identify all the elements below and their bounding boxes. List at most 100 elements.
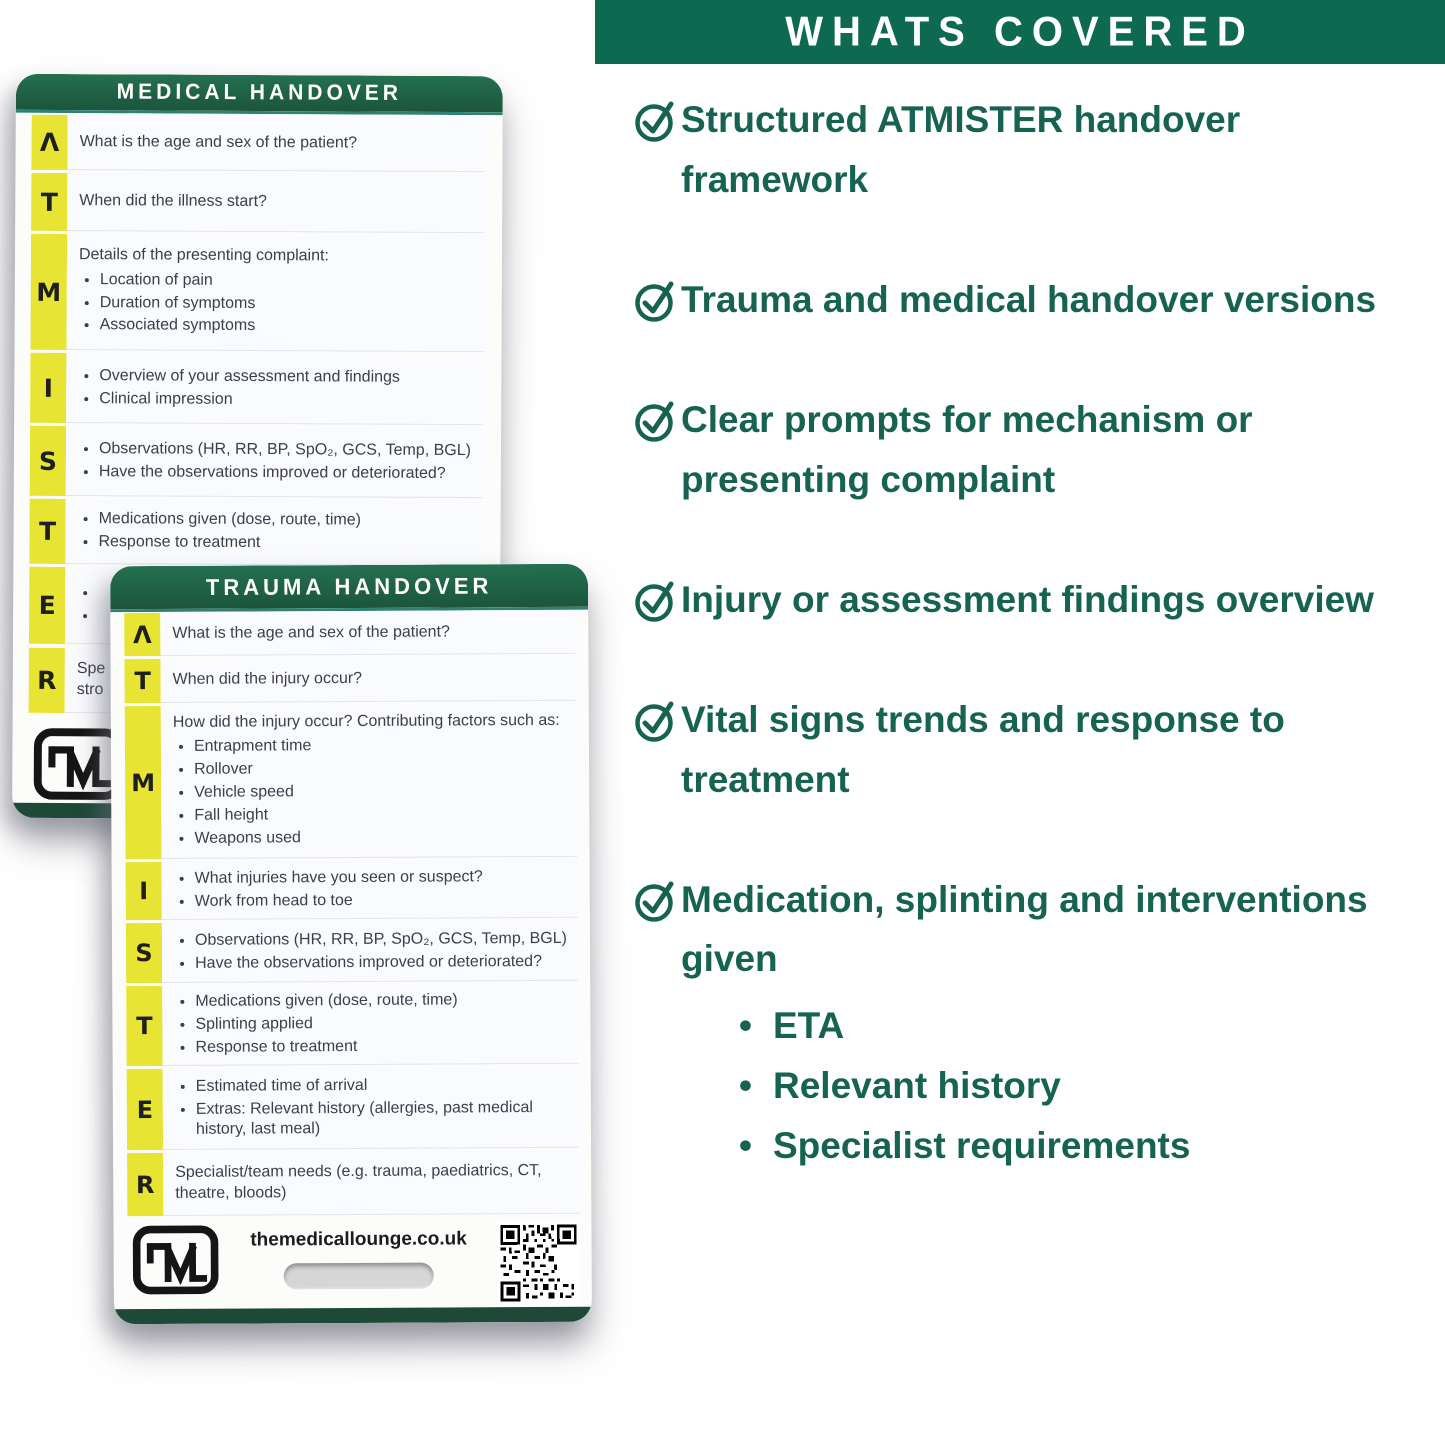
covered-sub-item-text: Specialist requirements xyxy=(773,1125,1191,1167)
row-bullet: Estimated time of arrival xyxy=(196,1075,569,1098)
trauma-card-title: TRAUMA HANDOVER xyxy=(205,572,493,600)
acronym-letter: Λ xyxy=(124,612,161,657)
row-bullet: Splinting applied xyxy=(195,1013,568,1036)
row-bullet: Extras: Relevant history (allergies, pas… xyxy=(196,1097,569,1141)
row-bullet: Work from head to toe xyxy=(195,889,568,912)
row-text: When did the injury occur? xyxy=(172,670,363,689)
acronym-letter: S xyxy=(29,425,67,496)
acronym-letter: R xyxy=(127,1152,164,1217)
website-url: themedicallounge.co.uk xyxy=(250,1228,467,1251)
covered-item: Trauma and medical handover versions xyxy=(633,270,1423,330)
row-bullet: Medications given (dose, route, time) xyxy=(195,990,568,1013)
row-bullet: Rollover xyxy=(194,758,567,781)
medical-card-title: MEDICAL HANDOVER xyxy=(116,79,403,106)
covered-item-text: Medication, splinting and interventions … xyxy=(681,878,1368,980)
trauma-card-rows: Λ What is the age and sex of the patient… xyxy=(124,610,580,1219)
table-row: E Estimated time of arrival Extras: Rele… xyxy=(126,1066,580,1151)
row-bullet: Vehicle speed xyxy=(194,781,567,804)
whats-covered-title: WHATS COVERED xyxy=(785,8,1255,55)
bullet-dot: • xyxy=(739,1065,752,1107)
row-bullet: Location of pain xyxy=(100,270,474,293)
acronym-letter: S xyxy=(125,922,163,984)
table-row: S Observations (HR, RR, BP, SpO₂, GCS, T… xyxy=(125,920,579,984)
covered-item: Clear prompts for mechanism or presentin… xyxy=(633,390,1423,510)
row-bullet: Duration of symptoms xyxy=(100,293,474,316)
covered-item: Structured ATMISTER handover framework xyxy=(633,90,1423,210)
covered-sub-item: • ETA xyxy=(739,1001,1396,1051)
acronym-letter: T xyxy=(126,985,163,1067)
row-text: What is the age and sex of the patient? xyxy=(79,132,358,152)
covered-list: Structured ATMISTER handover framework T… xyxy=(633,90,1423,1241)
row-text: Specialist/team needs (e.g. trauma, paed… xyxy=(175,1162,542,1202)
row-bullet: Associated symptoms xyxy=(100,315,474,338)
table-row: I Overview of your assessment and findin… xyxy=(30,352,484,426)
table-row: I What injuries have you seen or suspect… xyxy=(125,859,578,921)
check-circle-icon xyxy=(633,876,681,924)
row-bullet: Entrapment time xyxy=(194,735,567,758)
acronym-letter: T xyxy=(29,498,66,564)
covered-sub-item: • Specialist requirements xyxy=(739,1121,1396,1171)
row-bullet: Fall height xyxy=(194,804,567,827)
covered-item: Medication, splinting and interventions … xyxy=(633,870,1423,1182)
table-row: T Medications given (dose, route, time) … xyxy=(29,498,483,567)
trauma-card-footer: themedicallounge.co.uk xyxy=(127,1221,580,1305)
covered-item-text: Vital signs trends and response to treat… xyxy=(681,698,1285,800)
covered-item-text: Clear prompts for mechanism or presentin… xyxy=(681,398,1253,500)
acronym-letter: E xyxy=(28,566,66,644)
table-row: M Details of the presenting complaint: L… xyxy=(30,233,485,353)
row-intro: How did the injury occur? Contributing f… xyxy=(172,711,560,731)
acronym-letter: I xyxy=(125,861,162,921)
row-bullet: Response to treatment xyxy=(195,1036,568,1059)
table-row: S Observations (HR, RR, BP, SpO₂, GCS, T… xyxy=(29,425,484,499)
check-circle-icon xyxy=(633,696,681,744)
covered-item-text: Structured ATMISTER handover framework xyxy=(681,99,1241,200)
check-circle-icon xyxy=(633,396,681,444)
table-row: Λ What is the age and sex of the patient… xyxy=(124,610,577,657)
check-circle-icon xyxy=(633,96,681,144)
row-bullet: Response to treatment xyxy=(98,532,472,555)
row-text: When did the illness start? xyxy=(79,192,267,211)
row-bullet: Have the observations improved or deteri… xyxy=(99,462,473,485)
table-row: Λ What is the age and sex of the patient… xyxy=(31,114,485,173)
acronym-letter: M xyxy=(30,233,68,350)
table-row: T Medications given (dose, route, time) … xyxy=(126,983,579,1067)
covered-item-text: Trauma and medical handover versions xyxy=(681,278,1377,320)
bullet-dot: • xyxy=(739,1125,752,1167)
row-bullet: Medications given (dose, route, time) xyxy=(99,509,473,532)
row-bullet: Have the observations improved or deteri… xyxy=(195,951,568,974)
covered-sub-item: • Relevant history xyxy=(739,1061,1396,1111)
row-bullet: Observations (HR, RR, BP, SpO₂, GCS, Tem… xyxy=(99,439,473,462)
row-bullet: What injuries have you seen or suspect? xyxy=(195,867,568,890)
acronym-letter: T xyxy=(31,172,68,232)
check-circle-icon xyxy=(633,576,681,624)
whats-covered-header-bar: WHATS COVERED xyxy=(595,0,1445,64)
acronym-letter: M xyxy=(124,705,162,860)
table-row: R Specialist/team needs (e.g. trauma, pa… xyxy=(127,1150,580,1217)
covered-item: Injury or assessment findings overview xyxy=(633,570,1423,630)
covered-sub-item-text: ETA xyxy=(773,1005,845,1047)
qr-code-icon xyxy=(497,1221,580,1305)
trauma-handover-card: TRAUMA HANDOVER Λ What is the age and se… xyxy=(110,563,592,1325)
badge-slot xyxy=(283,1262,434,1290)
table-row: M How did the injury occur? Contributing… xyxy=(124,703,578,860)
row-bullet: Weapons used xyxy=(194,826,567,849)
table-row: T When did the injury occur? xyxy=(124,656,577,704)
bullet-dot: • xyxy=(739,1005,752,1047)
medical-card-header: MEDICAL HANDOVER xyxy=(15,73,503,116)
acronym-letter: E xyxy=(126,1068,164,1151)
covered-item-text: Injury or assessment findings overview xyxy=(681,578,1374,620)
row-bullet: Observations (HR, RR, BP, SpO₂, GCS, Tem… xyxy=(195,929,568,952)
acronym-letter: R xyxy=(28,647,65,713)
trauma-card-header: TRAUMA HANDOVER xyxy=(110,563,589,613)
check-circle-icon xyxy=(633,276,681,324)
covered-sub-item-text: Relevant history xyxy=(773,1065,1061,1107)
acronym-letter: Λ xyxy=(31,114,68,171)
row-intro: Details of the presenting complaint: xyxy=(78,245,329,265)
covered-sub-list: • ETA • Relevant history • Specialist requi… xyxy=(739,1001,1396,1171)
row-bullet: Clinical impression xyxy=(99,389,473,412)
covered-item: Vital signs trends and response to treat… xyxy=(633,690,1423,810)
acronym-letter: T xyxy=(124,658,161,704)
row-text: What is the age and sex of the patient? xyxy=(172,623,450,642)
row-bullet: Overview of your assessment and findings xyxy=(99,366,473,389)
